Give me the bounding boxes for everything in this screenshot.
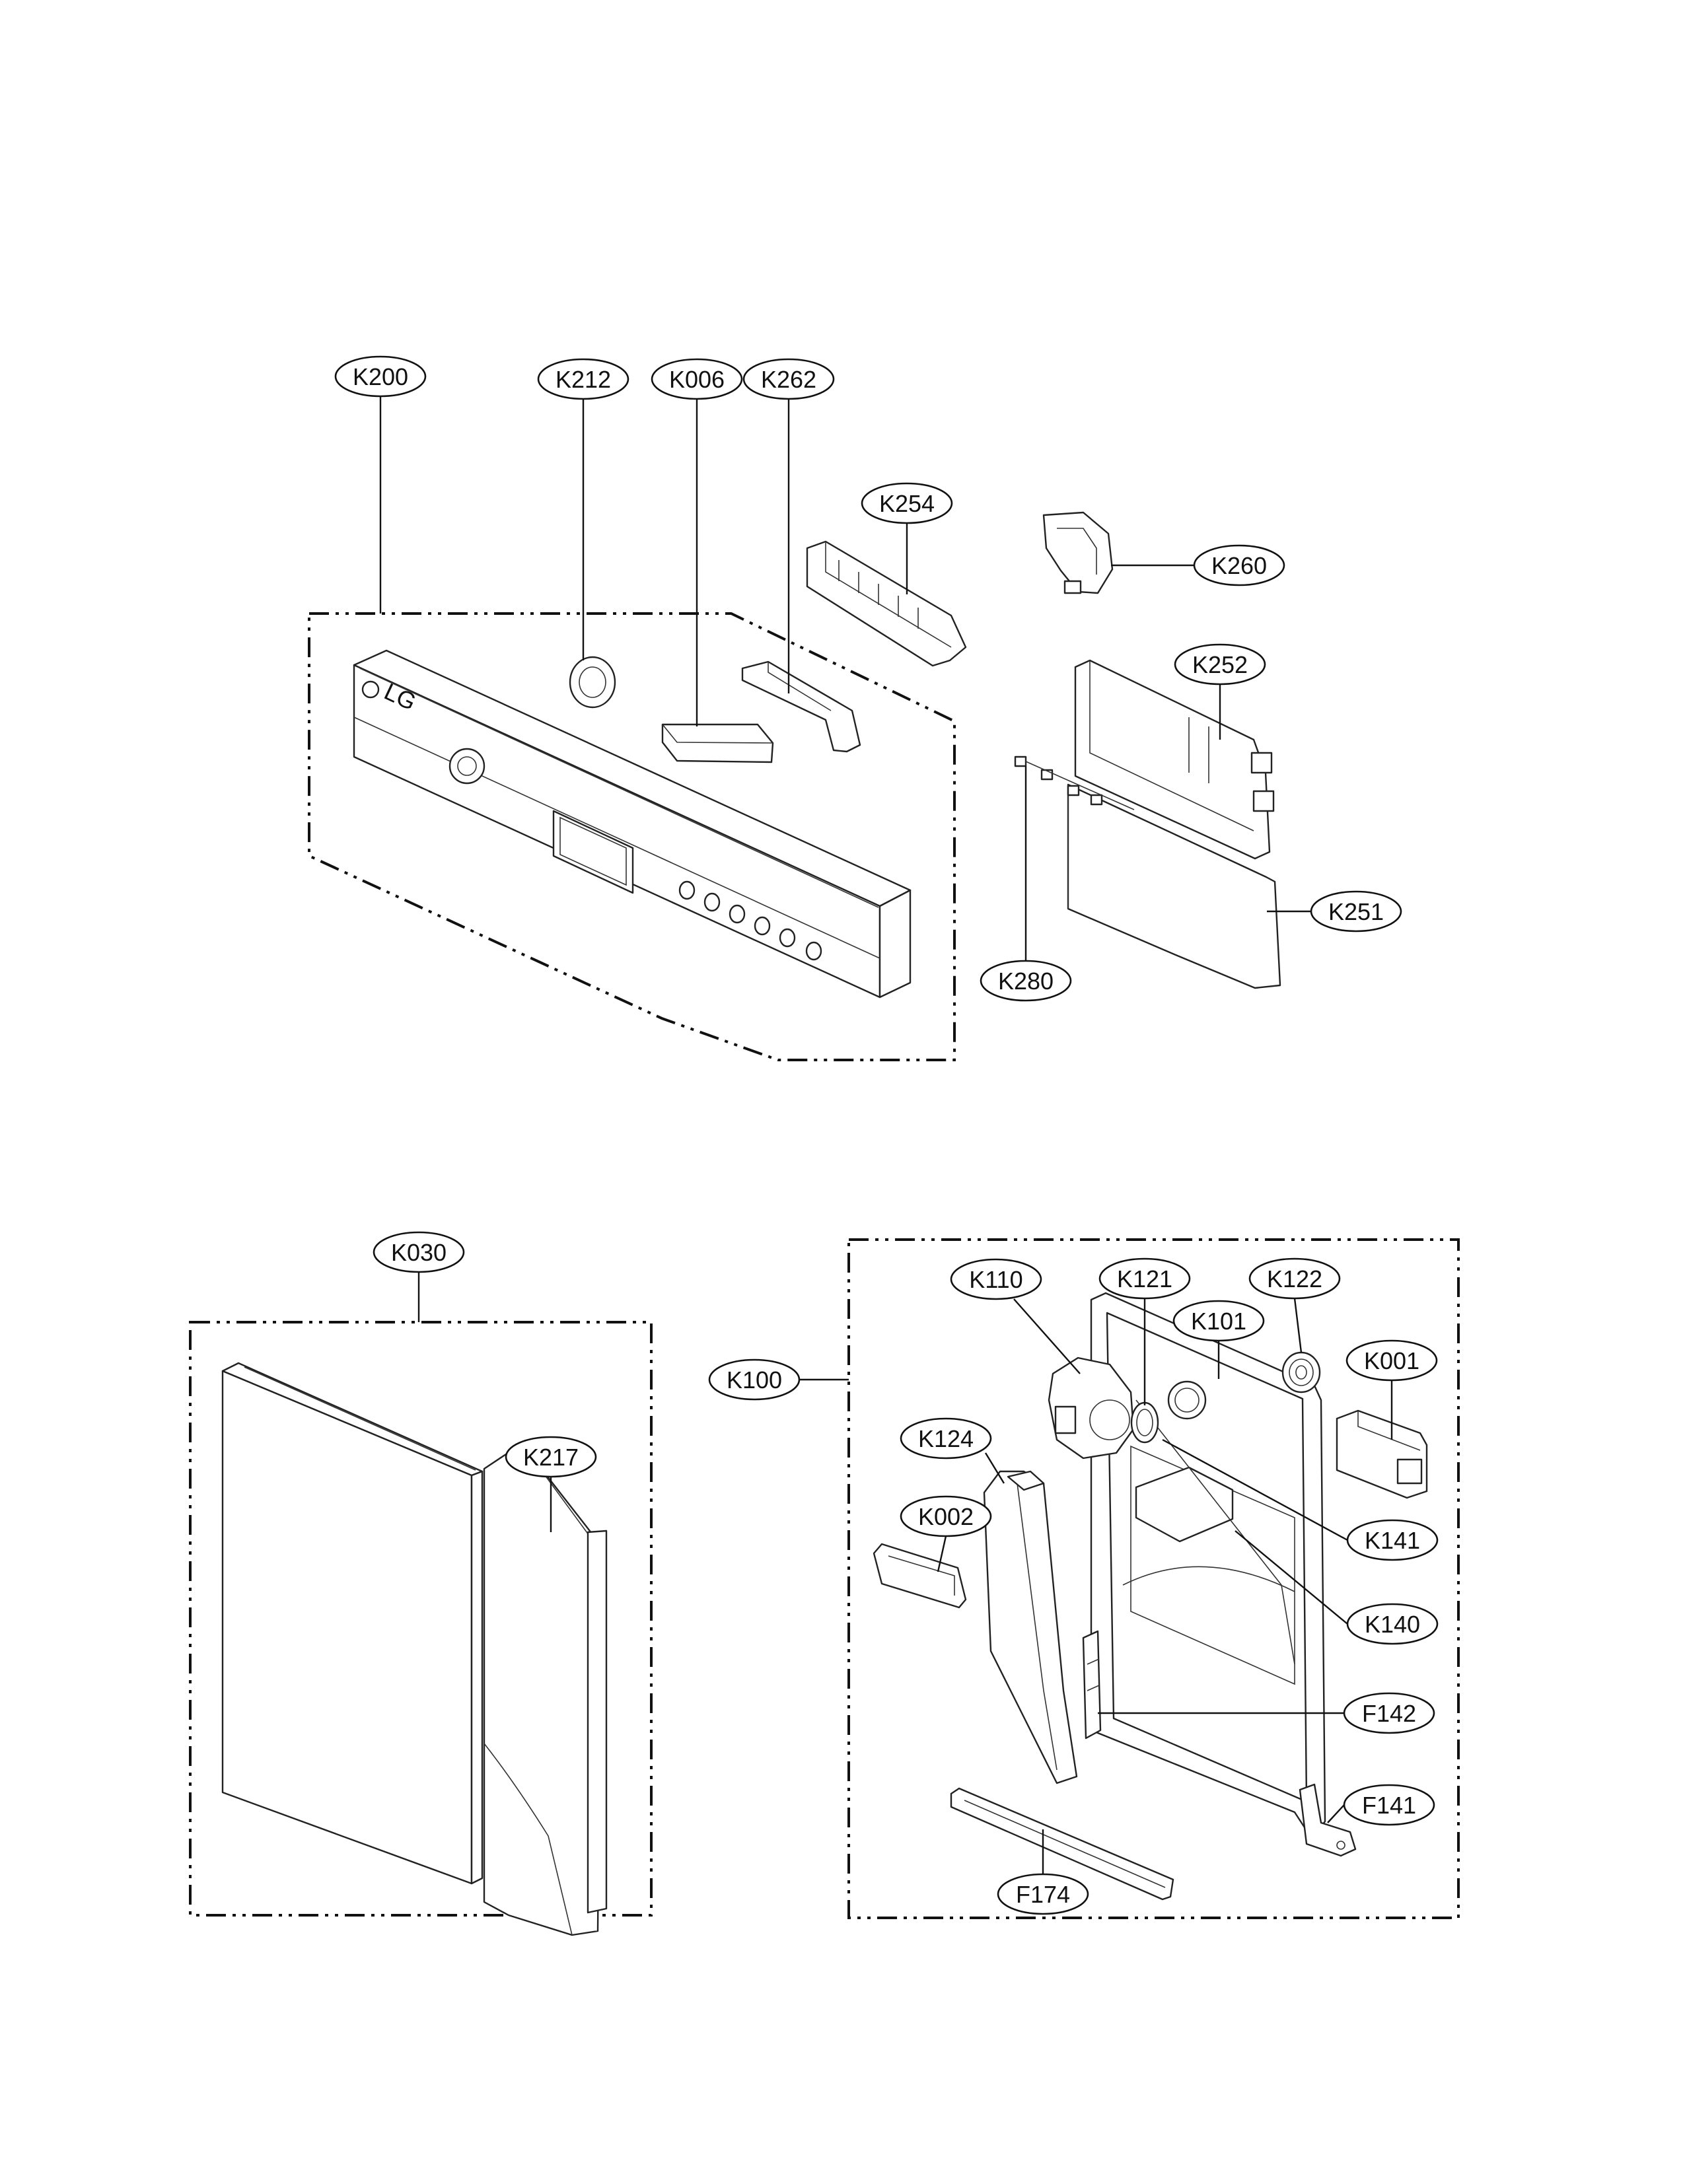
dispenser-part [1048, 1356, 1135, 1460]
door-inner-panel-part [483, 1442, 608, 1936]
k200-boundary [308, 612, 956, 1061]
callout-k001: K001 [1345, 1339, 1438, 1382]
k030-boundary [189, 1321, 653, 1917]
callout-k212: K212 [537, 358, 629, 400]
callout-k254: K254 [861, 482, 953, 524]
leader-lines [379, 396, 1393, 1874]
control-panel-group: LG [308, 511, 1281, 1061]
svg-text:K254: K254 [879, 490, 935, 517]
callout-k251: K251 [1310, 890, 1402, 933]
svg-text:K141: K141 [1365, 1527, 1420, 1554]
svg-text:F174: F174 [1016, 1881, 1070, 1908]
svg-text:K122: K122 [1267, 1265, 1322, 1292]
clip-part [1014, 756, 1135, 810]
svg-text:K200: K200 [353, 363, 408, 390]
svg-text:K001: K001 [1364, 1347, 1419, 1374]
callout-k252: K252 [1174, 643, 1266, 686]
button-strip-part [661, 723, 774, 763]
svg-text:F142: F142 [1362, 1700, 1416, 1727]
callout-f142: F142 [1343, 1692, 1435, 1734]
svg-text:K006: K006 [669, 366, 725, 393]
callout-k101: K101 [1172, 1300, 1265, 1342]
svg-text:K212: K212 [556, 366, 611, 393]
callout-k260: K260 [1193, 544, 1285, 586]
svg-text:K252: K252 [1192, 651, 1248, 678]
svg-text:K140: K140 [1365, 1611, 1420, 1638]
callout-k100: K100 [708, 1358, 801, 1401]
knob-part [569, 656, 616, 709]
callout-k030: K030 [373, 1231, 465, 1273]
svg-text:K030: K030 [391, 1239, 447, 1266]
callout-f141: F141 [1343, 1784, 1435, 1826]
callout-k141: K141 [1346, 1519, 1439, 1561]
svg-text:K101: K101 [1191, 1308, 1246, 1335]
duct-part [983, 1470, 1078, 1784]
hinge-part [1299, 1783, 1357, 1857]
svg-text:K002: K002 [918, 1503, 974, 1530]
callout-k217: K217 [505, 1436, 597, 1478]
svg-text:K121: K121 [1117, 1265, 1172, 1292]
bottom-rail-part [950, 1787, 1174, 1901]
callout-k124: K124 [900, 1417, 992, 1460]
rinse-module-part [1336, 1409, 1428, 1499]
svg-text:K217: K217 [523, 1444, 579, 1471]
callout-k110: K110 [950, 1258, 1042, 1300]
door-switch-part [1042, 511, 1114, 594]
svg-text:K262: K262 [761, 366, 816, 393]
callout-k200: K200 [334, 355, 427, 398]
callout-k006: K006 [651, 358, 743, 400]
svg-text:K100: K100 [727, 1366, 782, 1393]
hinge-bracket-part [1082, 1630, 1102, 1740]
callout-k002: K002 [900, 1495, 992, 1537]
svg-text:F141: F141 [1362, 1792, 1416, 1819]
callout-k122: K122 [1248, 1257, 1341, 1300]
svg-text:K260: K260 [1211, 552, 1267, 579]
callout-k121: K121 [1098, 1257, 1191, 1300]
callout-k140: K140 [1346, 1603, 1439, 1645]
svg-text:K110: K110 [969, 1266, 1022, 1293]
k100-boundary [847, 1238, 1460, 1919]
callout-k262: K262 [742, 358, 835, 400]
svg-text:K124: K124 [918, 1425, 974, 1452]
callout-f174: F174 [997, 1873, 1089, 1915]
pcb-cover-part [1067, 783, 1281, 989]
inner-door-group [847, 1238, 1460, 1919]
plate-part [873, 1543, 967, 1609]
gasket-ring-part [1130, 1401, 1159, 1444]
bracket-part [741, 660, 861, 753]
svg-text:K251: K251 [1328, 898, 1384, 925]
door-group [189, 1321, 653, 1936]
pcb-case-part [1074, 659, 1275, 860]
callout-k280: K280 [980, 960, 1072, 1002]
svg-text:K280: K280 [998, 968, 1054, 995]
frame-cover-part [806, 540, 967, 667]
door-panel-part [221, 1362, 484, 1885]
control-panel-part: LG [353, 649, 912, 999]
vent-ring-part [1281, 1351, 1321, 1393]
